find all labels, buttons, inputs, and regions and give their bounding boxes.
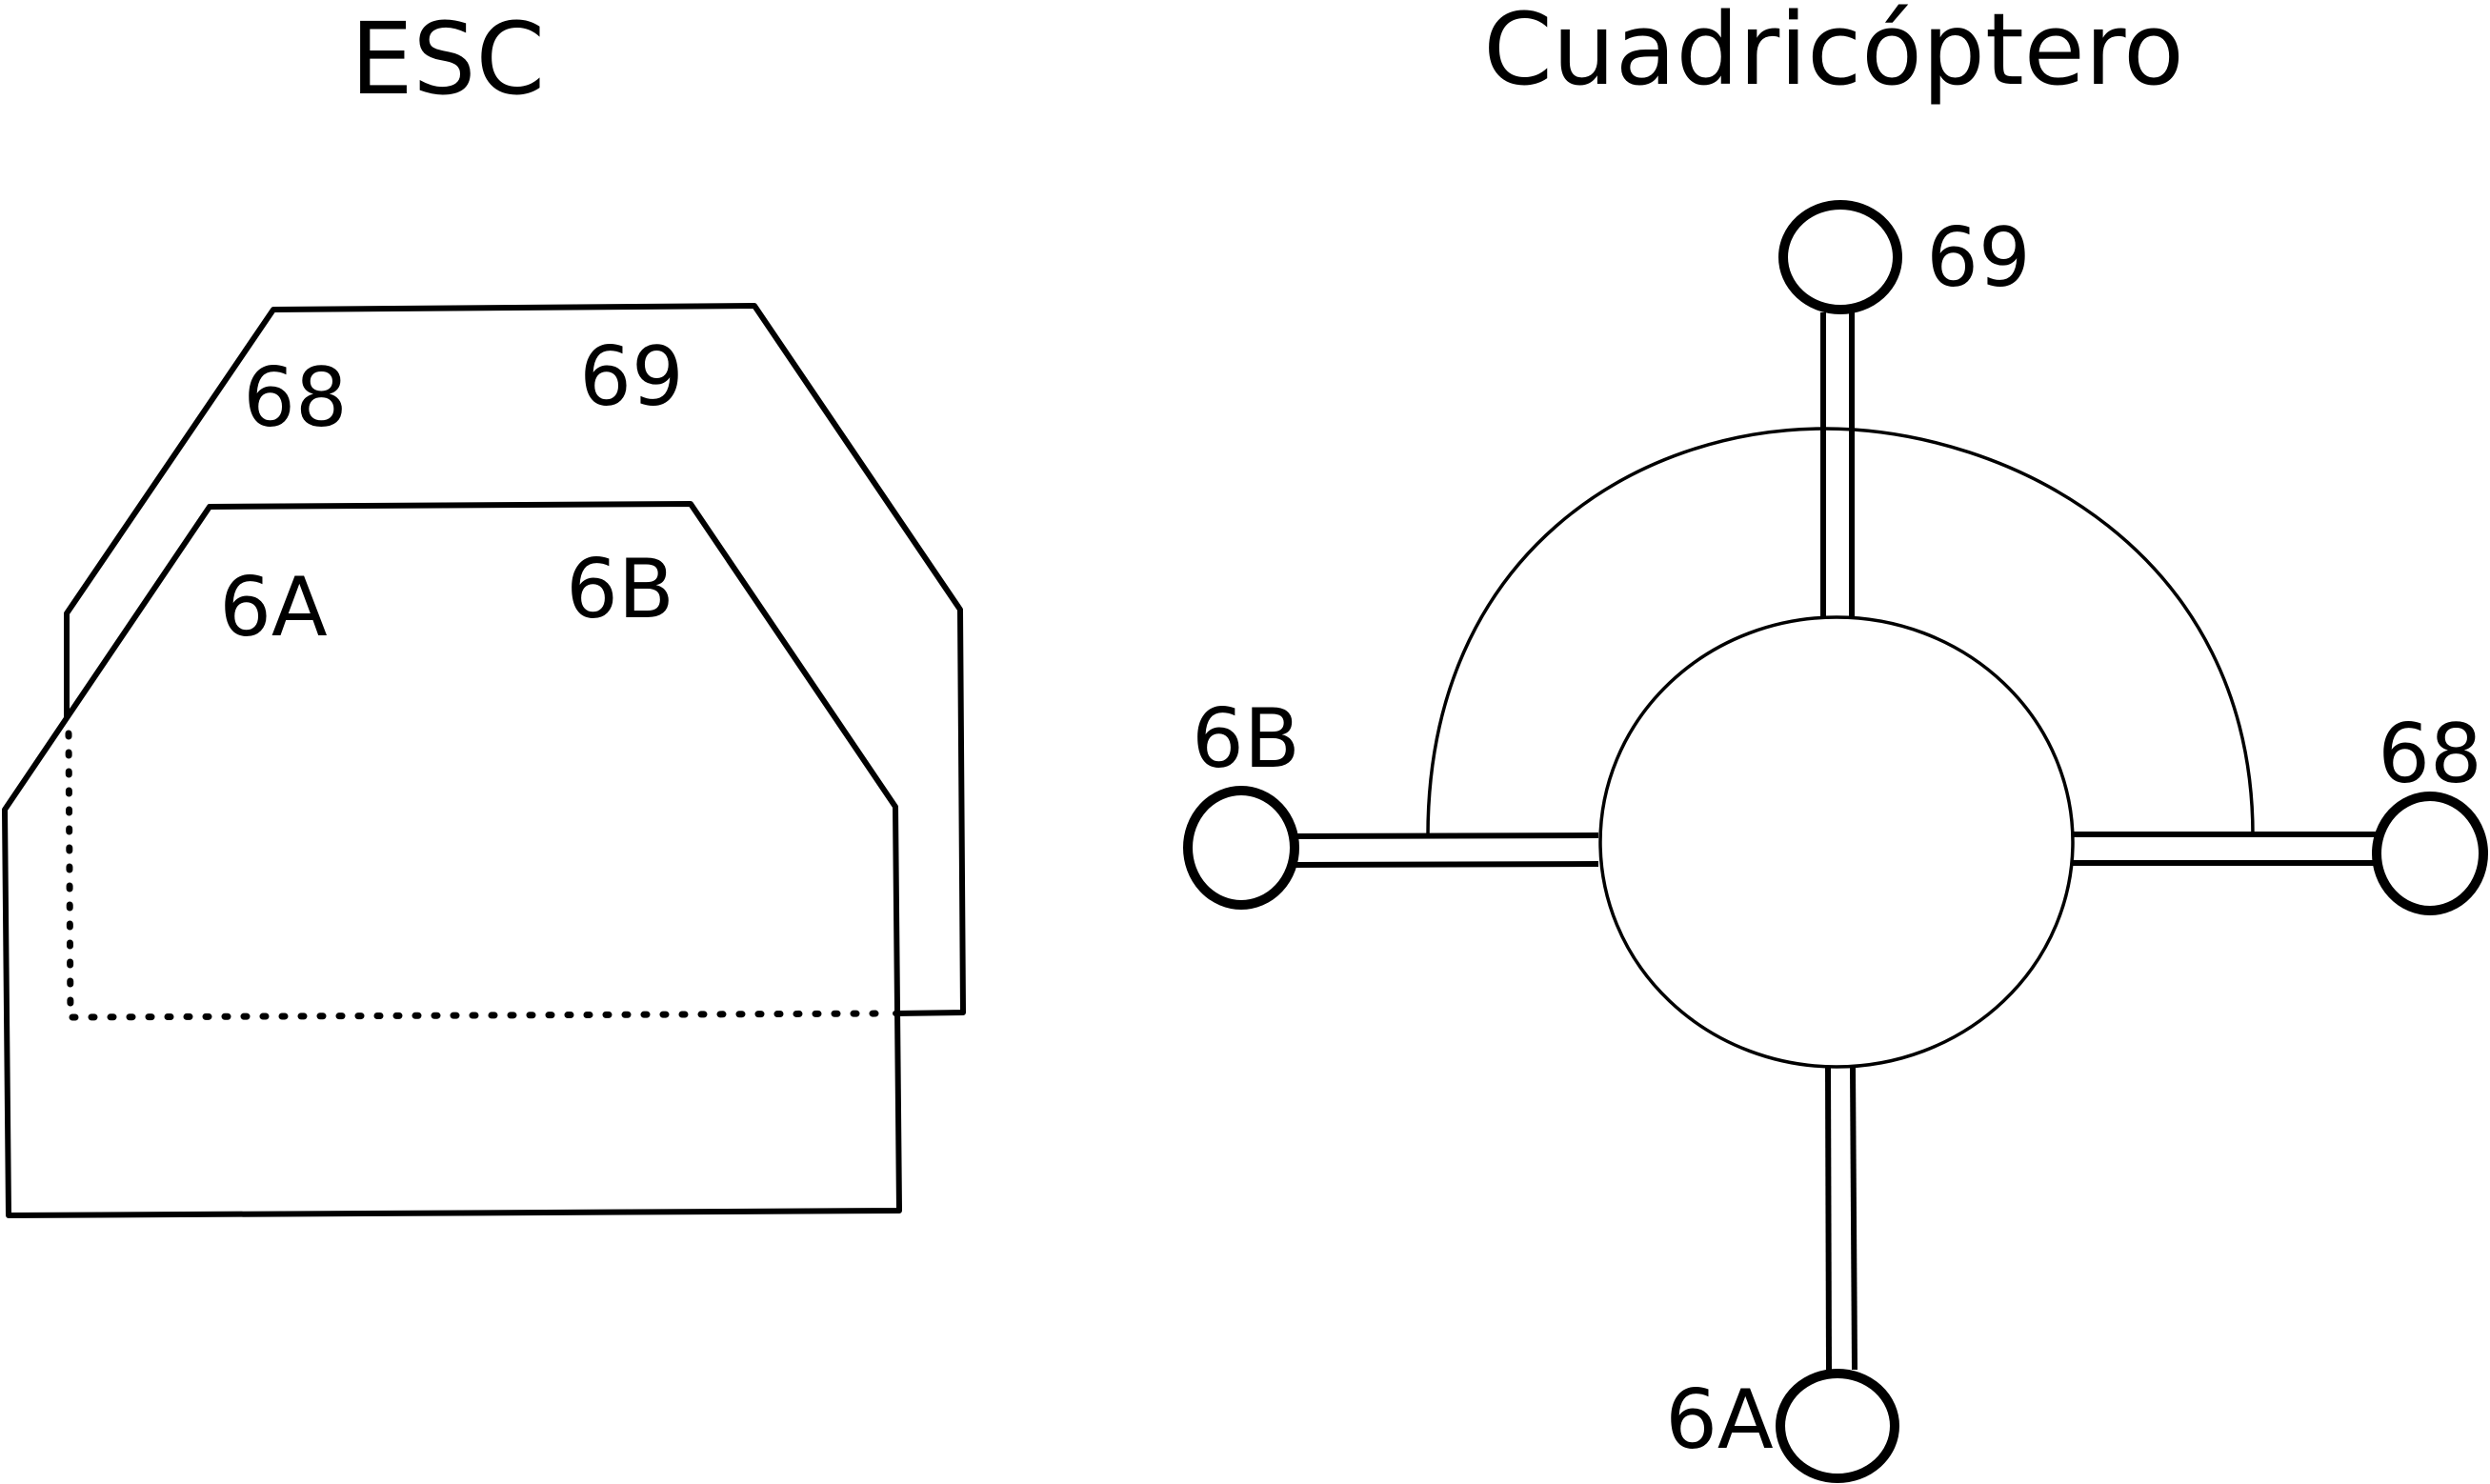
- esc-diagram: ESC 68 69 6A 6B: [2, 1, 966, 1218]
- quadcopter-diagram: Cuadricóptero 69 6B 68 6A: [1183, 0, 2488, 1483]
- quadcopter-arm-right: [2073, 832, 2378, 866]
- esc-label-69: 69: [579, 330, 683, 425]
- quadcopter-label-6A: 6A: [1665, 1373, 1774, 1468]
- esc-label-6A: 6A: [219, 560, 328, 655]
- quadcopter-arm-bottom: [1825, 1066, 1857, 1371]
- motor-top-circle: [1778, 200, 1902, 314]
- esc-label-68: 68: [243, 351, 347, 446]
- quadcopter-arm-top: [1820, 312, 1855, 617]
- esc-back-board-outline: [64, 303, 966, 1016]
- esc-title: ESC: [351, 1, 545, 117]
- esc-back-board-hidden-edge: [65, 730, 890, 1021]
- quadcopter-body: [1598, 615, 2075, 1069]
- esc-label-6B: 6B: [566, 542, 674, 637]
- quadcopter-arm-left: [1295, 832, 1599, 868]
- quadcopter-label-6B: 6B: [1192, 692, 1300, 787]
- motor-bottom-circle: [1776, 1369, 1899, 1483]
- quadcopter-label-68: 68: [2378, 707, 2481, 802]
- motor-left-circle: [1183, 786, 1299, 910]
- quadcopter-label-69: 69: [1926, 211, 2030, 306]
- quadcopter-title: Cuadricóptero: [1483, 0, 2184, 108]
- motor-right-circle: [2372, 792, 2488, 915]
- esc-front-board-outline: [2, 501, 902, 1218]
